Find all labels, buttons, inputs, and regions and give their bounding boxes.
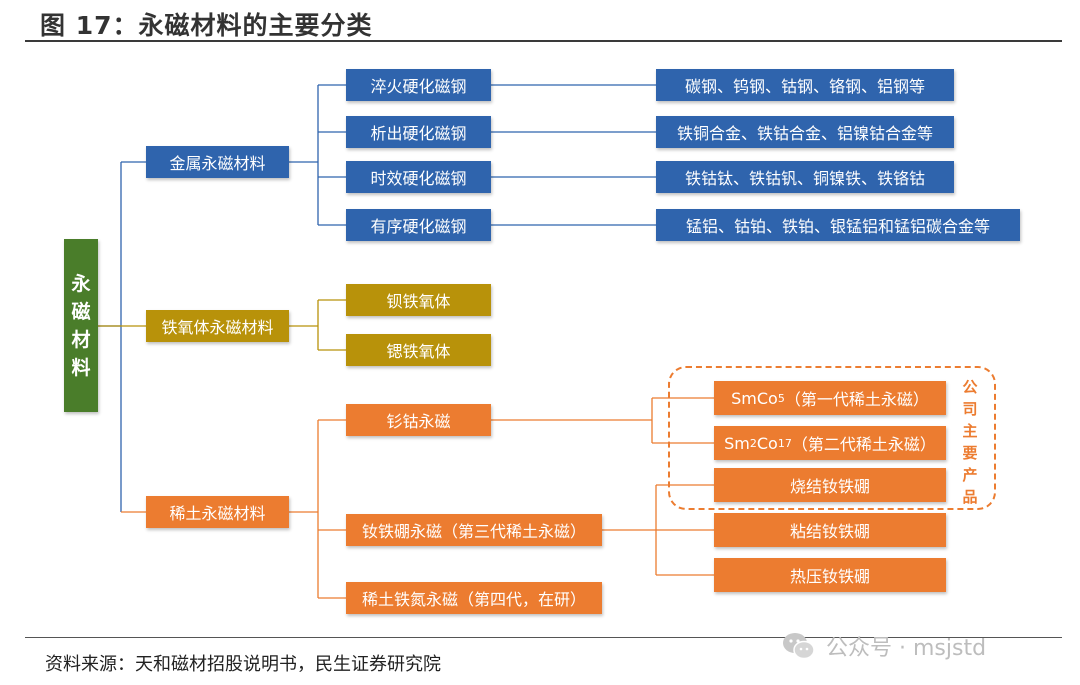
watermark-text: 公众号 · msjstd [826,636,987,661]
company-char: 公 [962,378,978,396]
metal-type-node: 有序硬化磁钢 [346,209,491,241]
metal-detail-node: 铁铜合金、铁钴合金、铝镍钴合金等 [656,116,954,148]
ferrite-type-node: 锶铁氧体 [346,334,491,366]
hot-pressed-ndfeb-node: 热压钕铁硼 [714,558,946,592]
sm2co17-sm: Sm [724,433,750,453]
ndfeb-node: 钕铁硼永磁（第三代稀土永磁） [346,514,602,546]
smco-node: 钐钴永磁 [346,404,491,436]
metal-detail-node: 铁钴钛、铁钴钒、铜镍铁、铁铬钴 [656,161,954,193]
ferrite-connector [289,299,346,351]
wechat-icon [783,633,815,660]
smco5-main: SmCo [731,388,778,408]
sm2co17-subscript-17: 17 [777,436,792,450]
bonded-ndfeb-node: 粘结钕铁硼 [714,513,946,547]
sm2co17-subscript-2: 2 [749,436,757,450]
root-char: 磁 [71,300,91,323]
root-connector [98,161,146,512]
source-note: 资料来源：天和磁材招股说明书，民生证券研究院 [45,654,441,675]
nitride-node: 稀土铁氮永磁（第四代，在研） [346,582,602,614]
company-char: 要 [962,444,978,462]
ferrite-magnet-node: 铁氧体永磁材料 [146,310,289,342]
watermark: 公众号 · msjstd [782,630,986,662]
title-divider [25,40,1062,42]
company-char: 产 [962,466,978,484]
metal-type-node: 时效硬化磁钢 [346,161,491,193]
metal-detail-node: 锰铝、钴铂、铁铂、银锰铝和锰铝碳合金等 [656,209,1020,241]
sm2co17-generation: （第二代稀土永磁） [791,435,936,454]
metal-connector [289,84,656,226]
figure-title: 图 17：永磁材料的主要分类 [40,11,373,40]
company-char: 主 [962,422,978,440]
root-node-permanent-magnet-materials: 永 磁 材 料 [64,239,98,412]
sm2co17-co: Co [756,433,778,453]
rare-earth-magnet-node: 稀土永磁材料 [146,496,289,528]
root-char: 永 [71,272,91,295]
rare-earth-connector [289,397,714,599]
metal-type-node: 析出硬化磁钢 [346,116,491,148]
metal-detail-node: 碳钢、钨钢、钴钢、铬钢、铝钢等 [656,69,954,101]
root-char: 料 [71,356,91,379]
metal-magnet-node: 金属永磁材料 [146,146,289,178]
sintered-ndfeb-node: 烧结钕铁硼 [714,468,946,502]
company-products-group [668,366,996,510]
source-divider [25,637,1062,638]
company-products-label: 公 司 主 要 产 品 [958,376,982,508]
smco5-subscript: 5 [777,391,785,405]
metal-type-node: 淬火硬化磁钢 [346,69,491,101]
company-char: 司 [962,400,978,418]
company-char: 品 [962,488,978,506]
root-char: 材 [71,328,91,351]
ferrite-type-node: 钡铁氧体 [346,284,491,316]
smco5-generation: （第一代稀土永磁） [784,390,929,409]
